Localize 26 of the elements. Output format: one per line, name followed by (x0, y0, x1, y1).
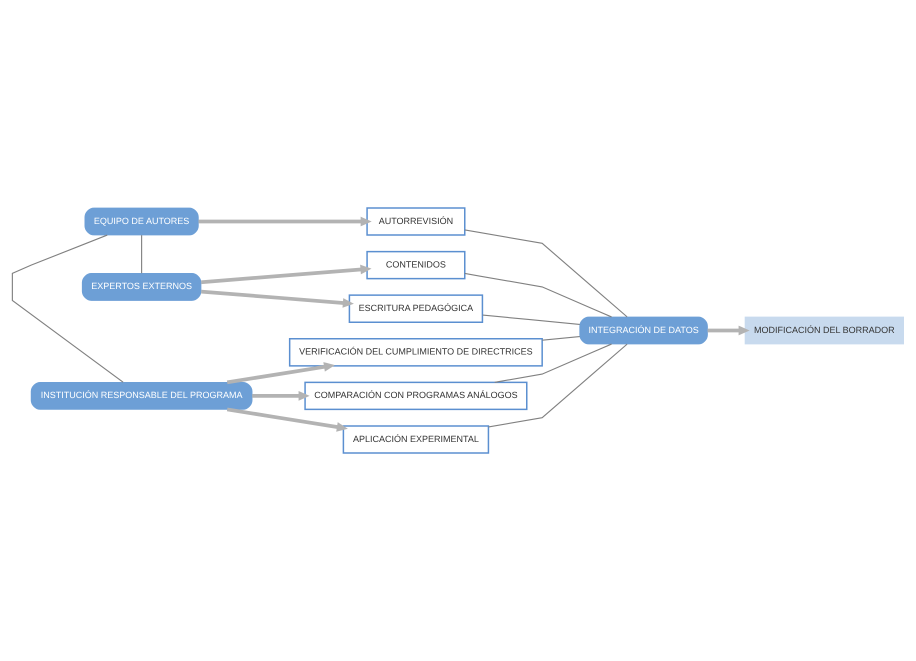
node-box: CONTENIDOS (366, 250, 466, 280)
connector (542, 336, 580, 341)
node-box: ESCRITURA PEDAGÓGICA (348, 294, 484, 323)
arrow (201, 290, 354, 308)
node-box: COMPARACIÓN CON PROGRAMAS ANÁLOGOS (304, 382, 528, 410)
connector (141, 235, 142, 274)
connector (464, 229, 628, 318)
arrow (198, 216, 372, 226)
node-box: MODIFICACIÓN DEL BORRADOR (744, 316, 904, 344)
node-box: VERIFICACIÓN DEL CUMPLIMIENTO DE DIRECTRICES (288, 338, 543, 367)
node-box: EXPERTOS EXTERNOS (82, 273, 202, 301)
arrow (226, 362, 336, 384)
node-box: INTEGRACIÓN DE DATOS (579, 316, 708, 344)
arrow (226, 408, 348, 432)
node-box: AUTORREVISIÓN (366, 207, 466, 236)
connector (488, 344, 628, 428)
arrow (201, 264, 372, 284)
node-box: EQUIPO DE AUTORES (84, 208, 199, 236)
connector (482, 314, 580, 325)
connector (494, 344, 612, 383)
arrow (252, 391, 310, 401)
connector (464, 272, 612, 318)
node-box: APLICACIÓN EXPERIMENTAL (342, 425, 490, 454)
node-box: INSTITUCIÓN RESPONSABLE DEL PROGRAMA (30, 382, 252, 410)
arrow (708, 326, 750, 336)
connector (12, 234, 124, 383)
